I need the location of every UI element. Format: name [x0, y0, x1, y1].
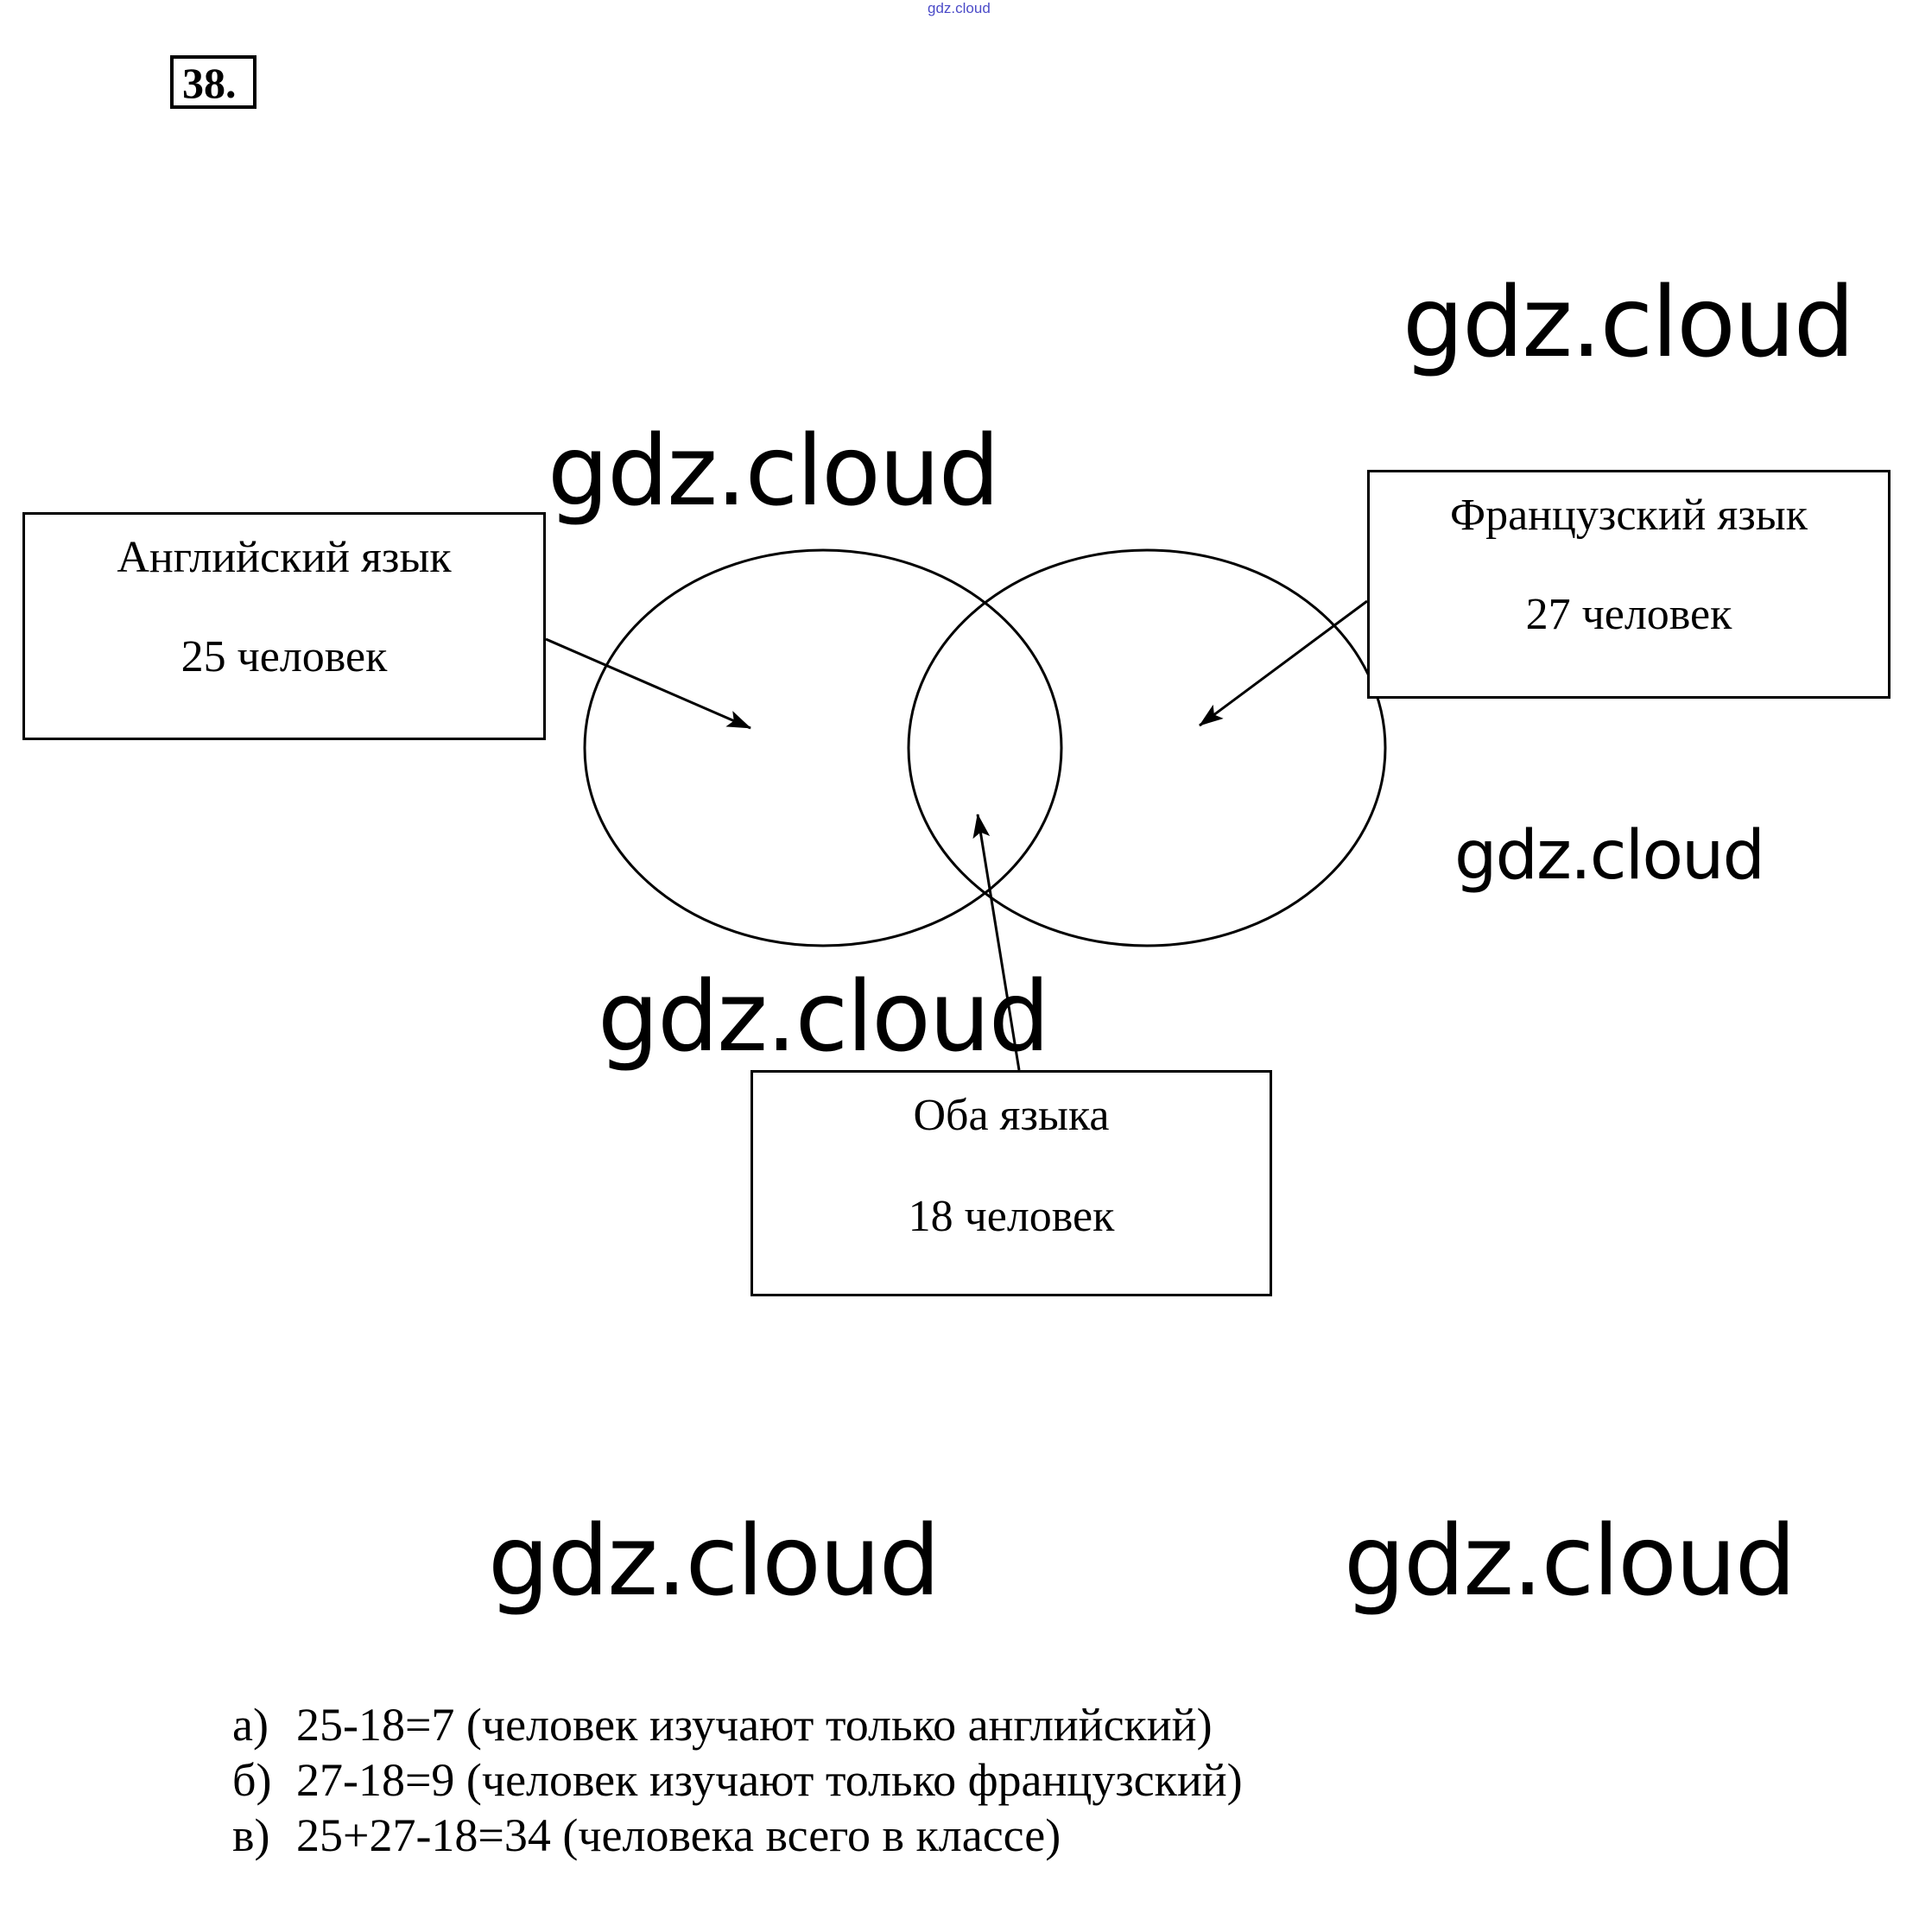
watermark: gdz.cloud	[488, 1505, 940, 1618]
answers-list: а) 25-18=7 (человек изучают только англий…	[232, 1697, 1243, 1863]
answer-row: б) 27-18=9 (человек изучают только францу…	[232, 1752, 1243, 1808]
source-watermark: gdz.cloud	[928, 0, 991, 16]
french-title: Французский язык	[1449, 491, 1808, 540]
english-title: Английский язык	[117, 533, 452, 582]
watermark: gdz.cloud	[1344, 1505, 1796, 1618]
watermark: gdz.cloud	[1454, 817, 1765, 895]
watermark: gdz.cloud	[1403, 267, 1855, 379]
answer-text: 27-18=9 (человек изучают только французс…	[296, 1754, 1243, 1806]
both-title: Оба языка	[913, 1091, 1110, 1140]
both-count: 18 человек	[908, 1192, 1115, 1241]
english-count: 25 человек	[180, 632, 388, 681]
both-box: Оба языка 18 человек	[750, 1070, 1272, 1296]
french-arrow	[1199, 599, 1368, 727]
answer-row: в) 25+27-18=34 (человека всего в классе)	[232, 1808, 1243, 1863]
french-box: Французский язык 27 человек	[1367, 470, 1890, 699]
french-count: 27 человек	[1525, 590, 1732, 639]
english-circle	[583, 548, 1063, 947]
answer-label: в)	[232, 1809, 270, 1861]
watermark: gdz.cloud	[598, 961, 1050, 1074]
answer-label: б)	[232, 1754, 272, 1806]
problem-number: 38.	[170, 55, 256, 109]
english-box: Английский язык 25 человек	[22, 512, 546, 740]
answer-text: 25-18=7 (человек изучают только английск…	[296, 1699, 1213, 1751]
answer-label: а)	[232, 1699, 269, 1751]
english-arrow	[545, 637, 751, 730]
french-circle	[907, 548, 1387, 947]
answer-text: 25+27-18=34 (человека всего в классе)	[296, 1809, 1061, 1861]
answer-row: а) 25-18=7 (человек изучают только англий…	[232, 1697, 1243, 1752]
both-arrow	[972, 814, 1021, 1071]
watermark: gdz.cloud	[548, 415, 1000, 528]
